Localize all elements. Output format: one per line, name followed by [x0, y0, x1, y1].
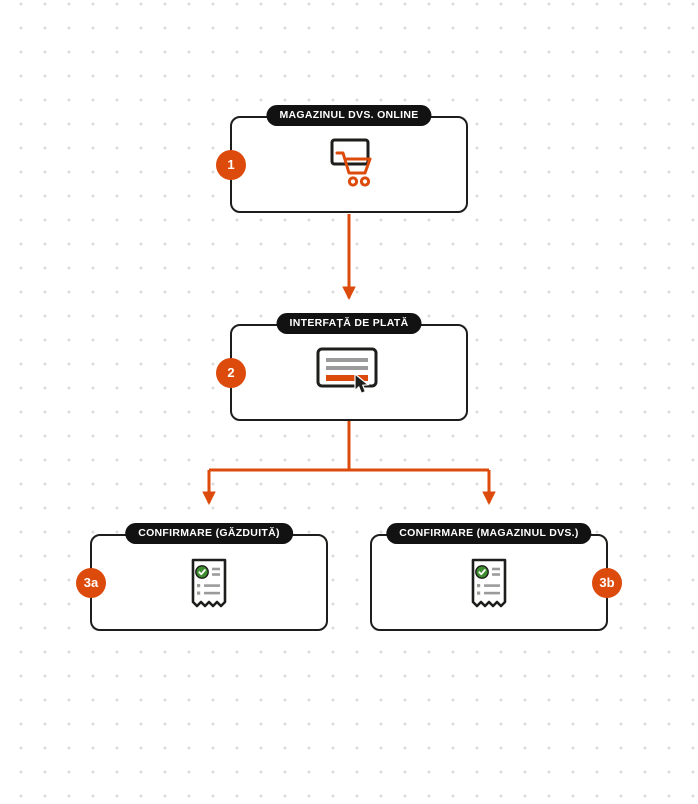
- receipt-check-icon: [466, 557, 512, 609]
- credit-card-cursor-icon: [316, 347, 382, 399]
- node-label-pill: INTERFAȚĂ DE PLATĂ: [276, 313, 422, 334]
- node-confirmation-own-store: CONFIRMARE (MAGAZINUL DVS.) 3b: [370, 523, 622, 631]
- node-payment-interface: INTERFAȚĂ DE PLATĂ 2: [216, 313, 468, 421]
- step-badge: 1: [216, 149, 246, 180]
- step-badge: 2: [216, 357, 246, 388]
- step-badge: 3b: [592, 567, 622, 598]
- node-confirmation-hosted: CONFIRMARE (GĂZDUITĂ) 3a: [76, 523, 328, 631]
- monitor-cart-icon: [320, 138, 378, 192]
- node-online-store: MAGAZINUL DVS. ONLINE 1: [216, 105, 468, 213]
- step-badge: 3a: [76, 567, 106, 598]
- node-label-pill: CONFIRMARE (GĂZDUITĂ): [125, 523, 293, 544]
- node-label-pill: MAGAZINUL DVS. ONLINE: [266, 105, 432, 126]
- receipt-check-icon: [186, 557, 232, 609]
- node-label-pill: CONFIRMARE (MAGAZINUL DVS.): [386, 523, 592, 544]
